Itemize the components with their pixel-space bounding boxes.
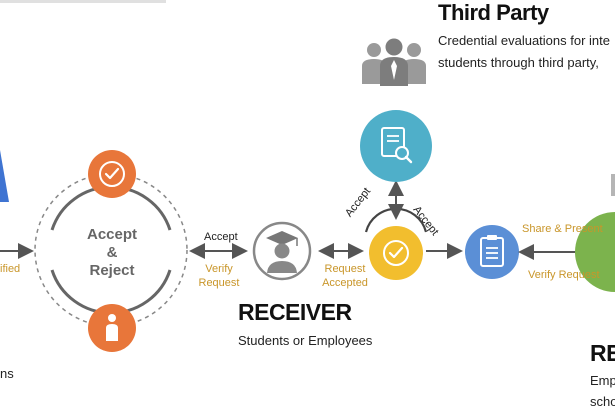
dashed-ring bbox=[34, 173, 188, 327]
right-icon-fragment bbox=[611, 174, 615, 196]
verify-request-left-line-2: Request bbox=[198, 277, 240, 289]
right-line-1-fragment: Emp bbox=[590, 373, 615, 388]
top-divider bbox=[0, 0, 166, 3]
share-present-label: Share & Present bbox=[522, 223, 603, 235]
document-search-icon bbox=[360, 110, 432, 182]
clipboard-list-icon bbox=[465, 225, 519, 279]
ring-label-accept: Accept bbox=[86, 226, 138, 243]
graduate-avatar-icon bbox=[252, 221, 312, 281]
verify-request-left-line-1: Verify bbox=[205, 263, 233, 275]
verify-request-right-label: Verify Request bbox=[528, 269, 600, 281]
ring-label-reject: Reject bbox=[89, 262, 135, 279]
left-label-fragment: ified bbox=[0, 263, 21, 275]
right-title-fragment: RE bbox=[590, 340, 615, 366]
green-circle-fragment bbox=[575, 212, 615, 292]
people-group-icon bbox=[362, 38, 426, 86]
receiver-title: RECEIVER bbox=[238, 299, 352, 325]
accept-label-left: Accept bbox=[204, 231, 238, 243]
receiver-subtitle: Students or Employees bbox=[238, 333, 373, 348]
third-party-line-1: Credential evaluations for inte bbox=[438, 33, 610, 48]
left-logo-fragment bbox=[0, 150, 9, 202]
right-line-2-fragment: scho bbox=[590, 394, 615, 409]
request-accepted-line-1: Request bbox=[324, 263, 366, 275]
third-party-title: Third Party bbox=[438, 0, 549, 25]
ring-label-and: & bbox=[106, 244, 118, 261]
person-icon bbox=[88, 304, 136, 352]
left-text-fragment: ns bbox=[0, 366, 14, 381]
request-accepted-line-2: Accepted bbox=[322, 277, 368, 289]
third-party-line-2: students through third party, bbox=[438, 55, 599, 70]
check-circle-icon bbox=[88, 150, 136, 198]
